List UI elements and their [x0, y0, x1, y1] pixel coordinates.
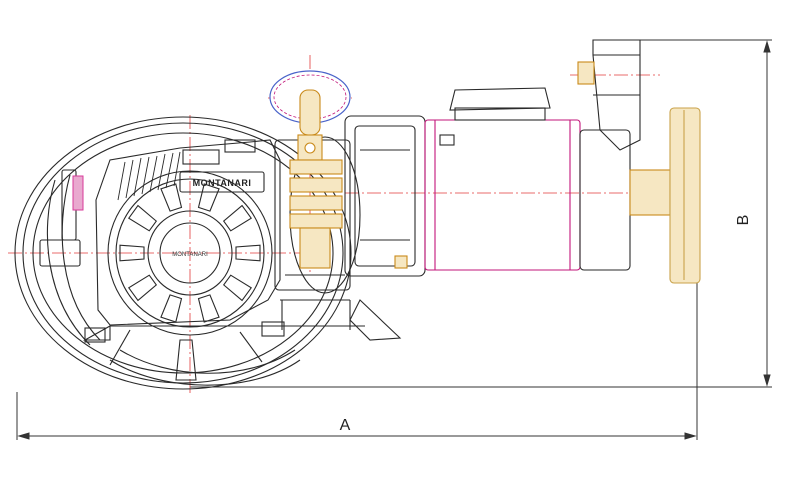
gear-wheel	[107, 170, 273, 336]
gear-spoke	[197, 294, 220, 323]
dim-a-label: A	[340, 417, 351, 434]
sheave-rim-3	[32, 132, 334, 374]
gear-spoke	[160, 294, 183, 323]
sheave-groove-bottom-2	[119, 349, 296, 374]
encoder-bracket	[592, 39, 641, 151]
brake-plate-4	[289, 213, 343, 229]
foot-mid-block	[261, 321, 285, 337]
flange-bolt	[394, 255, 408, 269]
encoder-cap	[577, 61, 595, 85]
gear-spoke	[235, 244, 261, 262]
sheave-spoke-left	[109, 329, 131, 366]
sheave-spoke-bottom	[175, 339, 197, 381]
hub-logo-text: MONTANARI	[172, 252, 208, 258]
sheave-groove-left-2	[61, 174, 101, 341]
nameplate-text: MONTANARI	[193, 178, 252, 188]
sheave-spoke-right	[239, 331, 263, 363]
center-lines	[8, 55, 700, 395]
dim-b-label: B	[735, 215, 752, 226]
sheave-rim-2	[22, 122, 344, 384]
brake-assembly	[289, 89, 343, 269]
gear-spoke	[222, 274, 253, 302]
shaft-coupling	[629, 169, 671, 216]
gear-spoke	[160, 183, 183, 212]
dimension-lines	[16, 39, 772, 440]
motor-casing	[424, 119, 581, 271]
sheave-outer-rim	[14, 116, 352, 390]
traction-sheave	[14, 116, 352, 390]
flange-inner	[354, 125, 416, 267]
gearbox-outline	[95, 139, 281, 326]
cover-plate	[72, 175, 84, 211]
gear-spokes	[119, 183, 261, 323]
brake-plate-3	[289, 195, 343, 211]
motor-bolt	[439, 134, 455, 146]
brake-plate-1	[289, 159, 343, 175]
housing-top-block-2	[224, 139, 256, 153]
gear-spoke	[222, 204, 253, 232]
handwheel-rim	[669, 107, 701, 284]
gear-outer-ring	[107, 170, 273, 336]
gear-ring-2	[115, 178, 265, 328]
rear-endbell	[579, 129, 631, 271]
gear-spoke	[197, 183, 220, 212]
gear-spoke	[127, 274, 158, 302]
brake-pin	[304, 142, 316, 154]
sheave-side-cover	[72, 175, 84, 211]
housing-top-block	[182, 149, 220, 165]
terminal-box	[449, 87, 551, 111]
motor-flange	[344, 115, 426, 277]
brake-lever	[299, 89, 321, 136]
dim-a-arrow-left	[17, 432, 30, 440]
dim-b-arrow-top	[763, 40, 771, 53]
sheave-groove-left	[46, 179, 91, 346]
gear-spoke	[127, 204, 158, 232]
dim-a-arrow-right	[684, 432, 697, 440]
cooling-fins	[117, 151, 181, 201]
mounting-foot-left	[82, 325, 111, 341]
gear-hub-inner	[159, 222, 221, 284]
motor-rear	[577, 39, 671, 271]
foot-left-block	[84, 327, 106, 343]
handwheel	[669, 107, 701, 284]
sheave-spoke-block-left	[39, 239, 81, 267]
gear-hub-outer	[147, 210, 233, 296]
sheave-groove-bottom	[109, 359, 301, 386]
brake-plate-2	[289, 177, 343, 193]
flange-body	[344, 115, 426, 277]
gear-spoke	[119, 244, 145, 262]
brake-body	[299, 227, 331, 269]
nameplate-frame	[179, 171, 265, 193]
terminal-box-base	[454, 107, 546, 121]
mounting-foot-right	[349, 299, 402, 341]
gearbox-housing	[82, 139, 402, 343]
dim-b-arrow-bottom	[763, 374, 771, 387]
motor-body	[424, 87, 581, 271]
